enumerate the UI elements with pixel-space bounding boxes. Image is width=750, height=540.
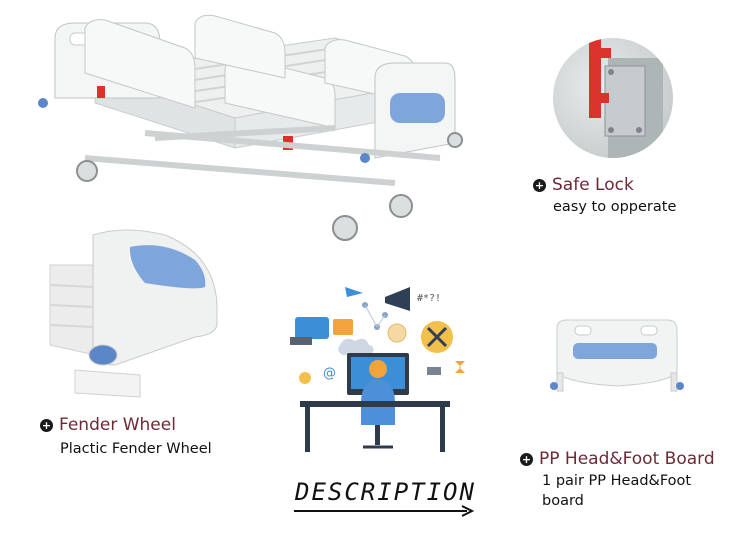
fender-wheel-desc: Plactic Fender Wheel xyxy=(60,441,212,457)
safe-lock-image xyxy=(553,38,673,158)
plus-icon: + xyxy=(40,418,53,432)
fender-wheel-image xyxy=(49,229,218,398)
arrow-right-icon xyxy=(294,505,475,517)
head-foot-board-image xyxy=(550,319,684,392)
hospital-bed-image xyxy=(38,14,463,241)
safe-lock-title: Safe Lock xyxy=(552,175,634,195)
head-foot-desc-line1: 1 pair PP Head&Foot xyxy=(542,473,692,489)
head-foot-desc-line2: board xyxy=(542,493,584,509)
head-foot-feature: +PP Head&Foot Board 1 pair PP Head&Foot … xyxy=(520,449,715,511)
description-label: DESCRIPTION xyxy=(295,478,476,506)
plus-icon: + xyxy=(533,178,546,192)
safe-lock-feature: + Safe Lock easy to opperate xyxy=(533,175,676,217)
plus-icon: + xyxy=(520,452,533,466)
head-foot-title: PP Head&Foot Board xyxy=(539,449,715,469)
svg-text:#*?!: #*?! xyxy=(417,293,441,304)
safe-lock-desc: easy to opperate xyxy=(553,199,677,215)
fender-wheel-feature: + Fender Wheel Plactic Fender Wheel xyxy=(40,415,212,459)
description-illustration: #*?! @ xyxy=(290,287,465,452)
fender-wheel-title: Fender Wheel xyxy=(59,415,176,435)
svg-text:@: @ xyxy=(323,366,336,381)
